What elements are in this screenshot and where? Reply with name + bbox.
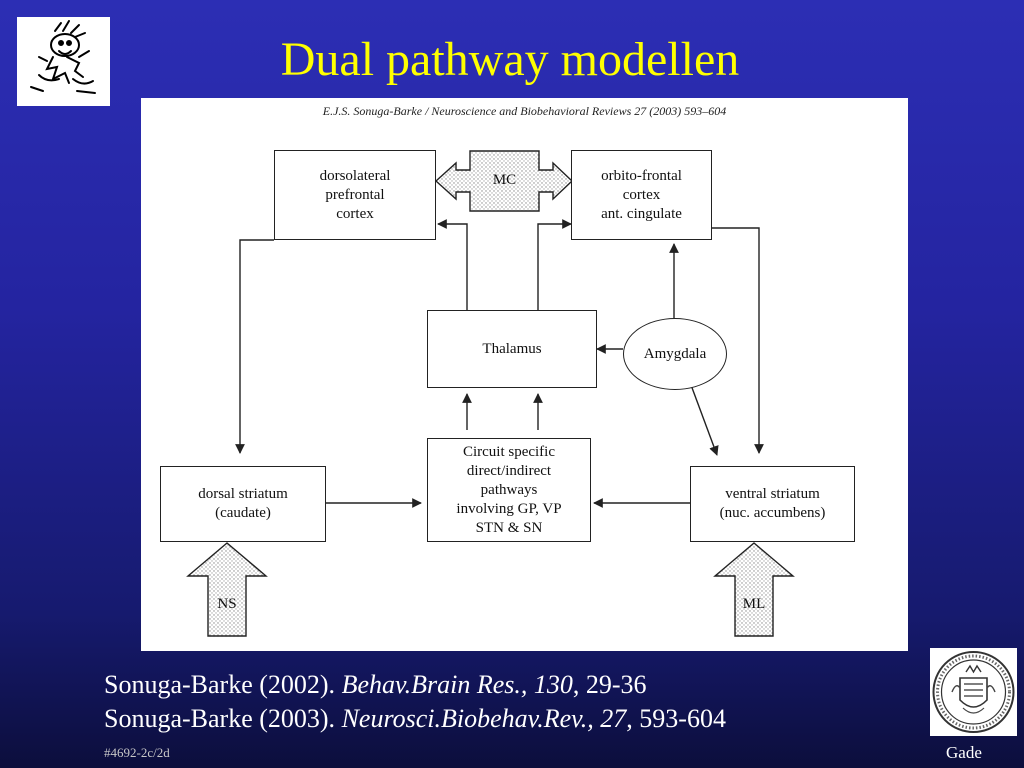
- ns-block-arrow: [186, 542, 268, 637]
- mc-label: MC: [492, 172, 517, 188]
- amygdala-ellipse: Amygdala: [623, 318, 727, 390]
- dorsal-striatum-box: dorsal striatum (caudate): [160, 466, 326, 542]
- arrow-amygdala-to-ventral-striatum: [690, 384, 719, 456]
- university-seal-icon: [930, 648, 1017, 736]
- thalamus-box: Thalamus: [427, 310, 597, 388]
- calvin-cartoon-icon: [17, 17, 110, 106]
- arrow-thalamus-to-ofc: [537, 219, 572, 310]
- reference-1: Sonuga-Barke (2002). Behav.Brain Res., 1…: [104, 670, 647, 699]
- ofc-box: orbito-frontal cortex ant. cingulate: [571, 150, 712, 240]
- ns-label: NS: [217, 596, 237, 612]
- references: Sonuga-Barke (2002). Behav.Brain Res., 1…: [104, 668, 726, 736]
- author-name: Gade: [946, 743, 982, 762]
- diagram-connectors: [186, 150, 795, 637]
- reference-2: Sonuga-Barke (2003). Neurosci.Biobehav.R…: [104, 704, 726, 733]
- slide-id: #4692-2c/2d: [104, 745, 170, 760]
- circuit-box: Circuit specific direct/indirect pathway…: [427, 438, 591, 542]
- ml-label: ML: [742, 596, 766, 612]
- slide-title: Dual pathway modellen: [280, 33, 740, 86]
- arrow-dlpfc-to-dorsal-striatum: [235, 239, 274, 454]
- arrow-ofc-to-ventral-striatum: [712, 227, 764, 454]
- ml-block-arrow: [713, 542, 795, 637]
- arrow-thalamus-to-dlpfc: [437, 219, 468, 310]
- figure-header: E.J.S. Sonuga-Barke / Neuroscience and B…: [322, 104, 727, 118]
- pathway-diagram: E.J.S. Sonuga-Barke / Neuroscience and B…: [141, 98, 908, 651]
- ventral-striatum-box: ventral striatum (nuc. accumbens): [690, 466, 855, 542]
- dlpfc-box: dorsolateral prefrontal cortex: [274, 150, 436, 240]
